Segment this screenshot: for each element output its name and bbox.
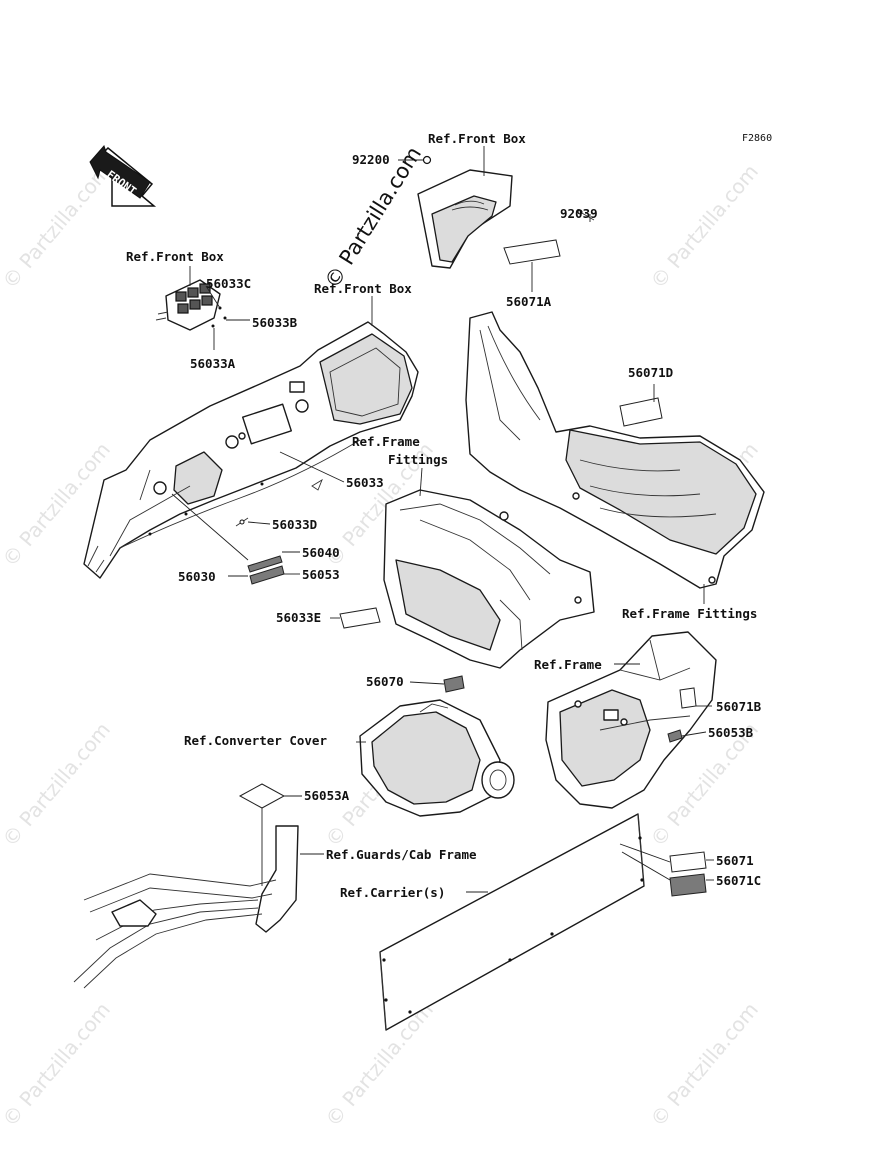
decal-56070 (443, 675, 465, 693)
callout-56040: 56040 (302, 545, 340, 560)
watermark-tile: © Partzilla.com (0, 998, 115, 1132)
callout-92039: 92039 (560, 206, 598, 221)
watermark-tile: © Partzilla.com (645, 998, 763, 1132)
callout-92200: 92200 (352, 152, 390, 167)
callout-ref-frame-fittings-line2: Fittings (388, 452, 448, 467)
callout-56030: 56030 (178, 569, 216, 584)
decal-56053B (667, 729, 683, 743)
watermark-tile: © Partzilla.com (0, 718, 115, 852)
callout-ref-frame-fittings-right: Ref.Frame Fittings (622, 606, 757, 621)
callout-ref-frame-fittings-line1: Ref.Frame (352, 434, 420, 449)
converter-cover (359, 699, 515, 817)
fastener-56033 (311, 478, 323, 491)
callout-ref-front-box-left: Ref.Front Box (126, 249, 224, 264)
figure-code: F2860 (742, 133, 772, 144)
decal-56071C (669, 873, 707, 897)
watermark-tile: © Partzilla.com (645, 0, 763, 3)
callout-56053: 56053 (302, 567, 340, 582)
decal-56040 (247, 555, 283, 573)
callout-56033C: 56033C (206, 276, 251, 291)
callout-56071B: 56071B (716, 699, 762, 714)
decal-56071B (679, 687, 697, 709)
fastener-92200 (422, 155, 432, 165)
callout-ref-converter-cover: Ref.Converter Cover (184, 733, 327, 748)
callout-56071: 56071 (716, 853, 754, 868)
watermark-tile: © Partzilla.com (320, 998, 438, 1132)
switch-panel (155, 279, 227, 331)
callout-ref-carriers: Ref.Carrier(s) (340, 885, 445, 900)
decal-56033E (339, 607, 381, 629)
front-box-lid (417, 155, 595, 269)
callout-ref-guards-cab-frame: Ref.Guards/Cab Frame (326, 847, 477, 862)
watermark-tile: © Partzilla.com (645, 160, 763, 294)
callout-56071A: 56071A (506, 294, 552, 309)
rear-frame (545, 631, 717, 809)
watermark-tile: © Partzilla.com (335, 0, 453, 3)
watermark-tile: © Partzilla.com (25, 0, 143, 3)
side-floor-panel (465, 311, 765, 589)
decal-56071A (503, 239, 561, 265)
callout-56033: 56033 (346, 475, 384, 490)
callout-ref-frame: Ref.Frame (534, 657, 602, 672)
watermark-tile: © Partzilla.com (0, 160, 115, 294)
callout-56053B: 56053B (708, 725, 754, 740)
leader-lines (171, 146, 714, 893)
callout-56071C: 56071C (716, 873, 761, 888)
callout-56033B: 56033B (252, 315, 298, 330)
callout-ref-front-box-top: Ref.Front Box (428, 131, 526, 146)
callout-56033A: 56033A (190, 356, 236, 371)
decal-56071 (669, 851, 707, 873)
decal-56071D (619, 397, 663, 427)
guard-cab-frame (73, 825, 299, 989)
callout-56071D: 56071D (628, 365, 673, 380)
callout-labels: 92200 Ref.Front Box 92039 56071A Ref.Fro… (126, 131, 762, 900)
callout-56033E: 56033E (276, 610, 321, 625)
dashboard-panel (83, 321, 419, 579)
callout-56053A: 56053A (304, 788, 350, 803)
decal-56053A (238, 783, 286, 809)
callout-56070: 56070 (366, 674, 404, 689)
callout-ref-front-box-mid: Ref.Front Box (314, 281, 412, 296)
carrier-panel (379, 813, 645, 1031)
center-frame-fitting (383, 489, 595, 669)
callout-56033D: 56033D (272, 517, 317, 532)
